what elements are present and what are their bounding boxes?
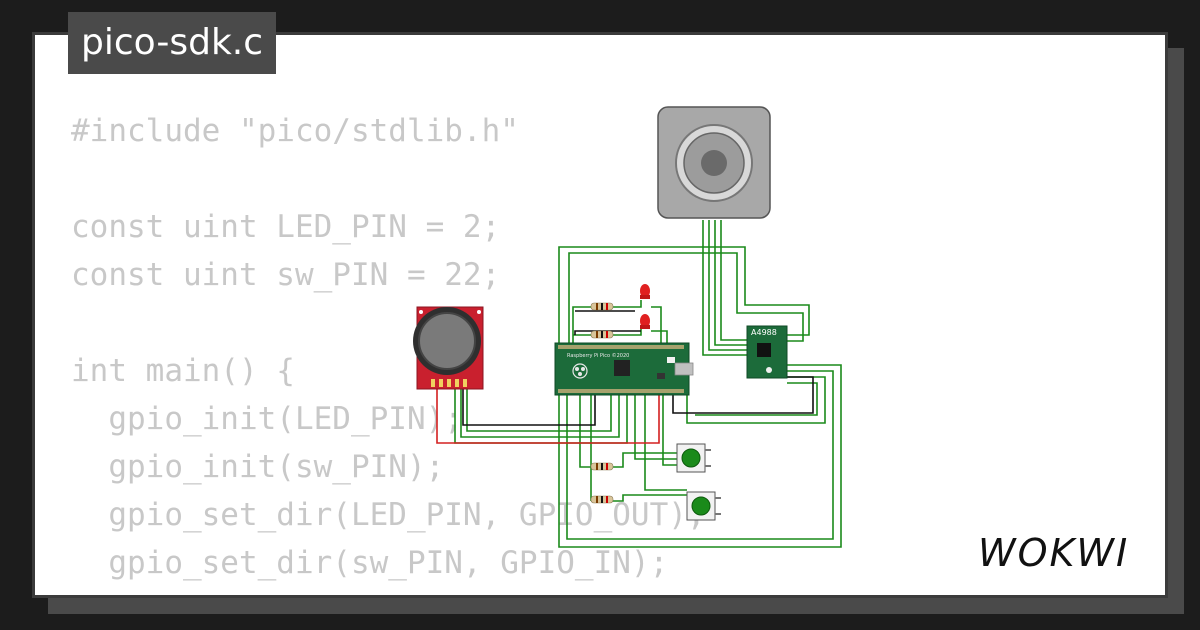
code-line: gpio_set_dir(sw_PIN, GPIO_IN);: [71, 545, 669, 581]
code-line: gpio_init(LED_PIN);: [71, 401, 463, 437]
code-line: const uint sw_PIN = 22;: [71, 257, 501, 293]
board-label: Raspberry Pi Pico ©2020: [567, 352, 629, 359]
code-preview: #include "pico/stdlib.h" const uint LED_P…: [71, 107, 706, 587]
wokwi-logo: WOKWI: [978, 531, 1129, 575]
brand-text: WOKWI: [978, 531, 1129, 575]
file-title-tab: pico-sdk.c: [68, 12, 277, 74]
pushbutton-icon: [686, 491, 721, 521]
code-line: int main() {: [71, 353, 295, 389]
resistor-icon: [590, 302, 614, 311]
pico-board-icon: Raspberry Pi Pico ©2020: [554, 342, 694, 396]
code-line: const uint LED_PIN = 2;: [71, 209, 501, 245]
code-line: gpio_init(sw_PIN);: [71, 449, 445, 485]
stepper-motor-icon: [657, 106, 771, 219]
led-icon: [640, 284, 650, 299]
code-line: #include "pico/stdlib.h": [71, 113, 519, 149]
resistor-icon: [590, 495, 614, 504]
a4988-driver-icon: A4988: [746, 325, 788, 379]
red-wire: [436, 385, 660, 444]
preview-card: #include "pico/stdlib.h" const uint LED_P…: [32, 32, 1168, 598]
resistor-icon: [590, 330, 614, 339]
driver-label: A4988: [751, 328, 777, 337]
code-line: gpio_set_dir(LED_PIN, GPIO_OUT);: [71, 497, 706, 533]
joystick-icon: [413, 306, 484, 390]
circuit-diagram: Raspberry Pi Pico ©2020 A4988: [413, 106, 842, 548]
led-icon: [640, 314, 650, 329]
resistor-icon: [590, 462, 614, 471]
black-wires: [462, 310, 814, 426]
raspberry-logo-icon: [572, 363, 588, 379]
pushbutton-icon: [676, 443, 711, 473]
